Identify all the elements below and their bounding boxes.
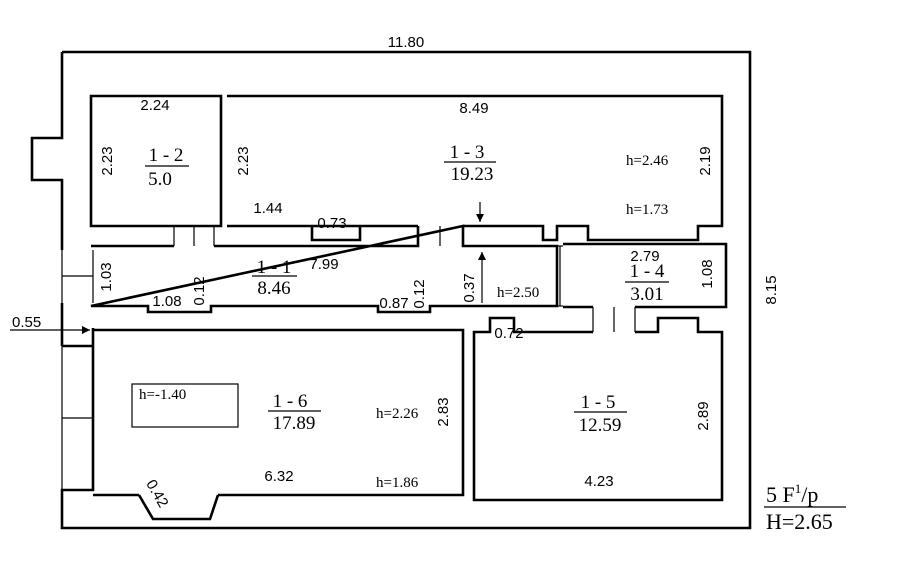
room-1-6-h-upper: h=2.26 [376, 406, 419, 422]
room-1-4-id: 1 - 4 [630, 261, 665, 282]
room-1-3-h-lower: h=1.73 [626, 202, 668, 218]
room-1-6-area: 17.89 [273, 413, 316, 434]
room-1-6-outline [93, 328, 465, 497]
room-1-5-area: 12.59 [579, 415, 622, 436]
room-1-1-length: 7.99 [309, 256, 338, 273]
room-1-3-h-upper: h=2.46 [626, 153, 669, 169]
legend-floor: 5 F1/p [766, 481, 818, 507]
room-1-3-outline [227, 94, 724, 242]
room-1-5-id: 1 - 5 [581, 392, 616, 413]
overall-height-label: 8.15 [763, 275, 780, 304]
room-1-6-niche [137, 494, 220, 521]
room-1-4-outline [563, 242, 728, 309]
overall-width-label: 11.80 [388, 34, 424, 51]
room-1-6-bottom-dim: 6.32 [264, 468, 293, 485]
room-1-3-right-dim: 2.19 [697, 146, 714, 175]
room-1-6-right-dim: 2.83 [435, 397, 452, 426]
room-1-4-area: 3.01 [630, 284, 663, 305]
room-1-5-bottom-dim: 4.23 [584, 473, 613, 490]
room-1-1-d4: 0.12 [411, 279, 428, 308]
room-1-1-height: 1.03 [98, 262, 115, 291]
room-1-4-right-dim: 1.08 [699, 259, 716, 288]
room-1-6-pit: h=-1.40 [139, 387, 186, 403]
pit-outline [131, 383, 239, 428]
room-1-1-d1: 1.08 [152, 293, 181, 310]
room-1-2-top-dim: 2.24 [140, 97, 169, 114]
room-1-2-area: 5.0 [148, 169, 172, 190]
room-1-3-area: 19.23 [451, 164, 494, 185]
room-1-3-left-dim: 2.23 [235, 146, 252, 175]
room-1-4-top-dim: 2.79 [630, 248, 659, 265]
room-1-3-sub-b: 0.73 [317, 215, 346, 232]
room-1-3-sub-a: 1.44 [253, 200, 282, 217]
room-1-3-top-dim: 8.49 [459, 100, 488, 117]
room-1-5-right-dim: 2.89 [695, 401, 712, 430]
room-1-5-d1: 0.72 [494, 325, 523, 342]
room-1-6-h-lower: h=1.86 [376, 475, 419, 491]
room-1-6-id: 1 - 6 [273, 391, 308, 412]
room-1-2-left-dim: 2.23 [99, 146, 116, 175]
legend-height: H=2.65 [766, 509, 833, 534]
room-1-1-area: 8.46 [257, 278, 290, 299]
room-1-1-h: h=2.50 [497, 285, 539, 301]
room-1-1-id: 1 - 1 [257, 257, 292, 278]
left-offset-label: 0.55 [12, 314, 41, 331]
room-1-5-outline [472, 316, 724, 502]
room-1-1-d5: 0.37 [461, 273, 478, 302]
room-1-1-d2: 0.12 [191, 276, 208, 305]
room-1-2-id: 1 - 2 [149, 145, 184, 166]
room-1-1-d3: 0.87 [379, 295, 408, 312]
room-1-3-id: 1 - 3 [450, 142, 485, 163]
